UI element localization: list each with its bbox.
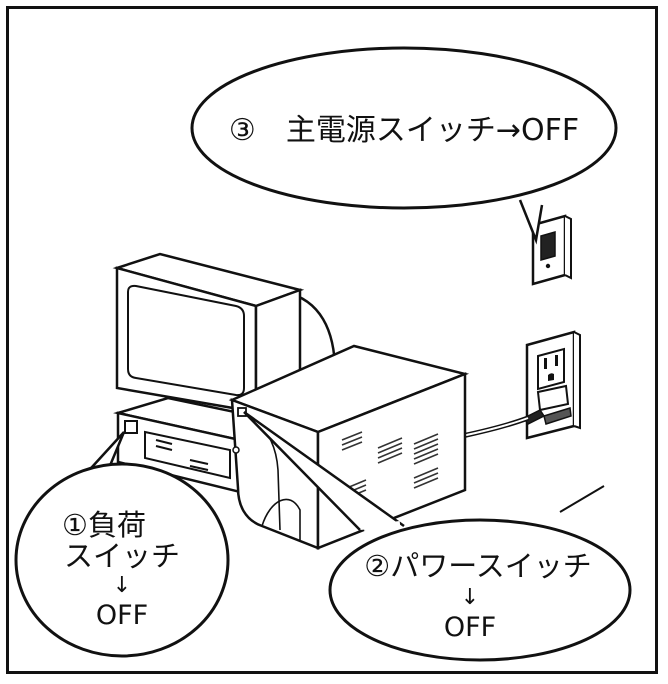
load-switch [124,420,138,434]
callout-step1-line1: ①負荷 [62,508,146,542]
callout-step3-bubble [190,46,618,245]
callout-step1-arrow: ↓ [113,573,131,598]
callout-step2-line2: OFF [444,612,496,643]
callout-step2-bubble [243,410,632,662]
ups-vent-grille [341,431,439,501]
callout-step2-line1: ②パワースイッチ [364,549,592,583]
callout-step1-bubble [14,431,230,658]
callout-step1-line3: OFF [96,600,148,631]
power-plug [522,384,572,425]
callout-step1-line2: スイッチ [64,539,180,573]
callout-step2-arrow: ↓ [461,585,479,610]
main-power-wall-switch [531,214,572,286]
callout-step3-label: ③ 主電源スイッチ→OFF [229,113,579,148]
floor-line [559,485,605,513]
